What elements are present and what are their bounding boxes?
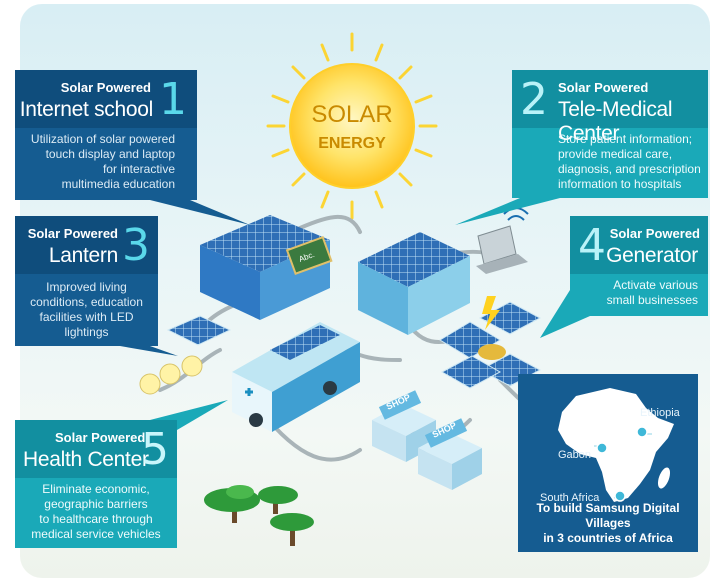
callout-title: Internet school (19, 98, 154, 121)
location-label: South Africa (540, 492, 600, 504)
description-line: small businesses (606, 293, 698, 307)
callout-title: Health Center (23, 448, 149, 471)
sun (266, 32, 438, 220)
callout-title: Tele-Medical Center (558, 98, 673, 145)
callout-description: Utilization of solar powered touch displ… (15, 132, 197, 192)
callout-description: Store patient information; provide medic… (558, 132, 708, 192)
description-line: provide medical care, (558, 147, 673, 161)
led-lanterns (139, 355, 203, 395)
description-line: touch display and laptop (45, 147, 175, 161)
description-line: Eliminate economic, (42, 482, 150, 496)
shop-2 (418, 418, 482, 490)
shop-1 (372, 390, 436, 462)
callout-prefix: Solar Powered (55, 430, 146, 445)
callout-health-center: Solar Powered Health Center 5 Eliminate … (15, 420, 177, 548)
description-line: facilities with LED (39, 310, 134, 324)
callout-prefix: Solar Powered (60, 80, 151, 95)
callout-description: Activate various small businesses (570, 278, 708, 308)
sun-label-line2: ENERGY (318, 135, 386, 152)
callout-internet-school: Solar Powered Internet school 1 Utilizat… (15, 70, 197, 200)
africa-map-panel: Ethiopia Gabon South Africa To build Sam… (518, 374, 698, 552)
africa-map (558, 388, 674, 502)
tele-medical-building (358, 232, 470, 335)
description-line: Utilization of solar powered (30, 132, 175, 146)
description-line: Improved living (46, 280, 127, 294)
location-label: Ethiopia (640, 407, 680, 419)
description-line: for interactive (102, 162, 175, 176)
callout-title: Generator (606, 244, 698, 267)
africa-caption: To build Samsung Digital Villages in 3 c… (518, 501, 698, 546)
callout-header: 4 Solar Powered Generator (570, 216, 708, 274)
sun-label-line1: SOLAR (311, 101, 392, 128)
callout-tele-medical-center: 2 Solar Powered Tele-Medical Center Stor… (512, 70, 708, 198)
callout-number: 3 (122, 220, 150, 271)
callout-number: 2 (520, 74, 548, 125)
callout-number: 4 (578, 220, 606, 271)
caption-line: To build Samsung Digital Villages (536, 501, 680, 530)
laptop (476, 225, 528, 274)
description-line: Activate various (613, 278, 698, 292)
callout-generator: 4 Solar Powered Generator Activate vario… (570, 216, 708, 316)
description-line: information to hospitals (558, 177, 682, 191)
callout-prefix: Solar Powered (609, 226, 700, 241)
callout-description: Eliminate economic, geographic barriers … (15, 482, 177, 542)
lantern-panels (166, 315, 232, 346)
ethiopia-marker (636, 426, 648, 438)
trees (204, 485, 314, 546)
callout-description: Improved living conditions, education fa… (15, 280, 158, 340)
description-line: Store patient information; (558, 132, 693, 146)
internet-school-building (200, 215, 333, 320)
description-line: geographic barriers (44, 497, 148, 511)
callout-header: Solar Powered Health Center 5 (15, 420, 177, 478)
south-africa-marker (614, 490, 626, 502)
callout-prefix: Solar Powered (558, 80, 649, 95)
medical-vehicle (232, 322, 360, 432)
description-line: to healthcare through (39, 512, 153, 526)
lightning-icon (482, 296, 500, 330)
description-line: multimedia education (61, 177, 175, 191)
location-label: Gabon (558, 449, 592, 461)
gabon-marker (596, 442, 608, 454)
solar-generator (439, 296, 542, 389)
callout-header: Solar Powered Internet school 1 (15, 70, 197, 128)
callout-number: 1 (159, 74, 187, 125)
callout-prefix: Solar Powered (27, 226, 118, 241)
callout-title: Lantern (48, 244, 118, 267)
description-line: conditions, education (30, 295, 143, 309)
callout-header: Solar Powered Lantern 3 (15, 216, 158, 274)
callout-number: 5 (141, 424, 169, 475)
callout-header: 2 Solar Powered Tele-Medical Center (512, 70, 708, 145)
description-line: medical service vehicles (31, 527, 161, 541)
callout-lantern: Solar Powered Lantern 3 Improved living … (15, 216, 158, 346)
description-line: lightings (64, 325, 109, 339)
caption-line: in 3 countries of Africa (543, 531, 673, 545)
description-line: diagnosis, and prescription (558, 162, 701, 176)
